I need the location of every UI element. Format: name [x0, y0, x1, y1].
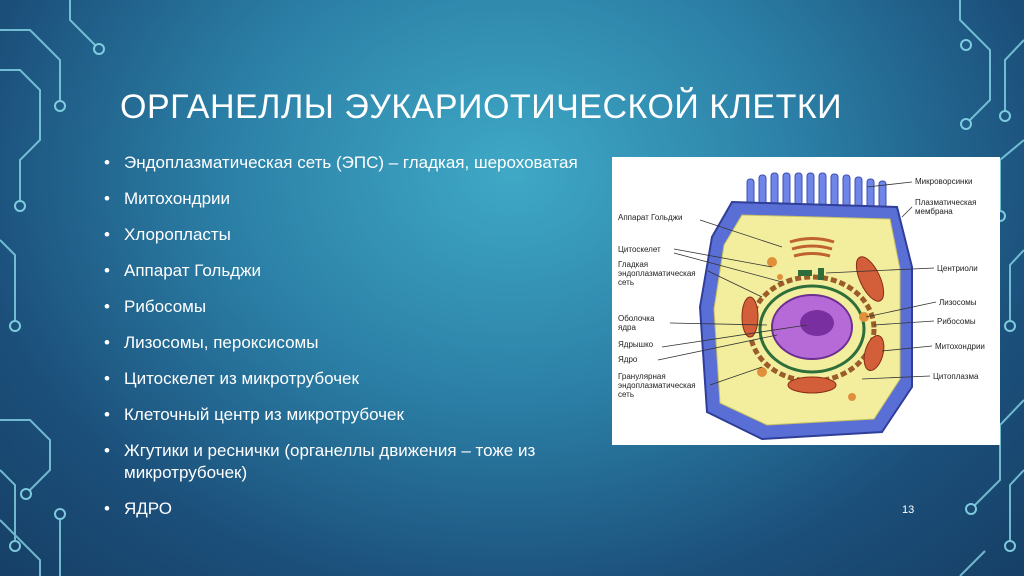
- label-microvilli: Микроворсинки: [915, 177, 972, 186]
- bullet-icon: •: [104, 153, 110, 172]
- label-smooth-er: эндоплазматическая: [618, 269, 696, 278]
- mitochondria-shape: [741, 256, 885, 394]
- centriole-shape: [798, 270, 812, 276]
- label-ribosomes: Рибосомы: [937, 317, 976, 326]
- cell-diagram: Аппарат Гольджи Цитоскелет Гладкая эндоп…: [612, 157, 1000, 445]
- list-item: •Цитоскелет из микротрубочек: [104, 369, 359, 388]
- label-cytoskeleton: Цитоскелет: [618, 245, 661, 254]
- label-cytoplasm: Цитоплазма: [933, 372, 979, 381]
- label-golgi: Аппарат Гольджи: [618, 213, 682, 222]
- list-item: •Клеточный центр из микротрубочек: [104, 405, 404, 424]
- label-nuclear-envelope: ядра: [618, 323, 636, 332]
- label-smooth-er: сеть: [618, 278, 634, 287]
- lysosome-shape: [757, 257, 869, 401]
- list-item: •Рибосомы: [104, 297, 207, 316]
- golgi-shape: [789, 237, 835, 258]
- label-lysosomes: Лизосомы: [939, 298, 977, 307]
- organelle-list: •Эндоплазматическая сеть (ЭПС) – гладкая…: [104, 152, 594, 534]
- bullet-icon: •: [104, 297, 110, 316]
- label-smooth-er: Гладкая: [618, 260, 648, 269]
- bullet-icon: •: [104, 261, 110, 280]
- label-nucleolus: Ядрышко: [618, 340, 654, 349]
- cell-illustration: Аппарат Гольджи Цитоскелет Гладкая эндоп…: [618, 172, 985, 441]
- page-number: 13: [902, 504, 915, 516]
- bullet-icon: •: [104, 225, 110, 244]
- label-centrioles: Центриоли: [937, 264, 978, 273]
- bullet-icon: •: [104, 333, 110, 352]
- list-item: •Хлоропласты: [104, 225, 231, 244]
- list-item: •Митохондрии: [104, 189, 231, 208]
- list-item: •Эндоплазматическая сеть (ЭПС) – гладкая…: [104, 153, 578, 172]
- label-rough-er: сеть: [618, 390, 634, 399]
- slide-title: ОРГАНЕЛЛЫ ЭУКАРИОТИЧЕСКОЙ КЛЕТКИ: [120, 88, 843, 126]
- bullet-icon: •: [104, 405, 110, 424]
- bullet-icon: •: [104, 189, 110, 208]
- label-plasma-membrane: мембрана: [915, 207, 953, 216]
- label-nucleus: Ядро: [618, 355, 638, 364]
- list-item: •Лизосомы, пероксисомы: [104, 333, 319, 352]
- bullet-icon: •: [104, 441, 110, 460]
- label-mitochondria: Митохондрии: [935, 342, 985, 351]
- label-rough-er: эндоплазматическая: [618, 381, 696, 390]
- label-leaders: [657, 181, 937, 386]
- list-item: •Аппарат Гольджи: [104, 261, 261, 280]
- rough-er-shape: [747, 274, 877, 384]
- label-plasma-membrane: Плазматическая: [915, 198, 976, 207]
- bullet-icon: •: [104, 499, 110, 518]
- list-item: •ЯДРО: [104, 499, 172, 518]
- nucleolus-shape: [800, 310, 834, 336]
- bullet-icon: •: [104, 369, 110, 388]
- er-inner-shape: [758, 284, 866, 374]
- label-nuclear-envelope: Оболочка: [618, 314, 655, 323]
- centriole-shape: [818, 268, 824, 280]
- label-rough-er: Гранулярная: [618, 372, 666, 381]
- list-item: •Жгутики и реснички (органеллы движения …: [104, 441, 536, 482]
